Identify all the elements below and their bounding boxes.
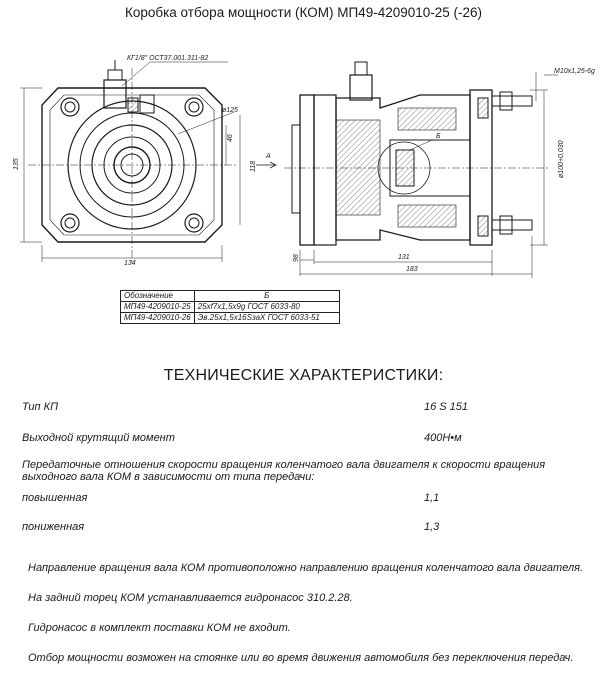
dim-183: 183 — [406, 266, 418, 273]
section-view — [284, 61, 558, 278]
note-power-takeoff: Отбор мощности возможен на стоянке или в… — [28, 652, 574, 664]
spec-ratio-high-label: повышенная — [22, 492, 88, 504]
section-arrow — [256, 161, 277, 169]
note-rotation: Направление вращения вала КОМ противопол… — [28, 562, 584, 574]
note-pump-mount: На задний торец КОМ устанавливается гидр… — [28, 592, 353, 604]
detail-b-label: Б — [436, 133, 441, 140]
callout-thread: КГ1/8" ОСТ37.001.311-82 — [127, 55, 208, 62]
spec-type-value: 16 S 151 — [424, 401, 469, 413]
bolt-hole-bl — [60, 213, 80, 233]
table-cell: Эв.25x1,5x16SзаХ ГОСТ 6033-51 — [193, 312, 340, 324]
technical-drawing: КГ1/8" ОСТ37.001.311-82 ø125 46 118 135 … — [13, 55, 595, 278]
note-pump-not-included: Гидронасос в комплект поставки КОМ не вх… — [28, 622, 291, 634]
table-cell: 25xf7x1,5x9g ГОСТ 6033-80 — [193, 301, 340, 313]
dim-131: 131 — [398, 254, 410, 261]
table-row: МП49-4209010-25 25xf7x1,5x9g ГОСТ 6033-8… — [120, 301, 340, 313]
dim-dia-100: ø100+0,030 — [558, 140, 565, 178]
spec-ratio-low-value: 1,3 — [424, 521, 440, 533]
section-label: А — [265, 153, 271, 160]
dim-thread-m10: M10x1,25-6g — [554, 68, 595, 75]
table-row: МП49-4209010-26 Эв.25x1,5x16SзаХ ГОСТ 60… — [120, 312, 340, 324]
dim-46: 46 — [227, 134, 234, 142]
table-header-cell: Обозначение — [120, 290, 195, 302]
dim-dia-125: ø125 — [222, 107, 238, 114]
bolt-hole-tr — [184, 97, 204, 117]
designation-table: Обозначение Б МП49-4209010-25 25xf7x1,5x… — [120, 290, 340, 324]
bolt-hole-tl — [60, 97, 80, 117]
spec-ratio-high-value: 1,1 — [424, 492, 440, 504]
front-view — [20, 60, 241, 262]
table-cell: МП49-4209010-25 — [120, 301, 195, 313]
dim-134: 134 — [124, 260, 136, 267]
table-header-row: Обозначение Б — [120, 290, 340, 302]
spec-type-label: Тип КП — [22, 401, 59, 413]
page-title: Коробка отбора мощности (КОМ) МП49-42090… — [124, 5, 483, 20]
bolt-hole-br — [184, 213, 204, 233]
spec-ratio-text: Передаточные отношения скорости вращения… — [22, 459, 546, 483]
dim-98: 98 — [293, 254, 300, 262]
dim-135: 135 — [13, 158, 20, 170]
spec-torque-value: 400Н•м — [424, 432, 462, 444]
tech-heading: ТЕХНИЧЕСКИЕ ХАРАКТЕРИСТИКИ: — [163, 367, 444, 384]
table-header-cell: Б — [193, 290, 340, 302]
spec-torque-label: Выходной крутящий момент — [22, 432, 175, 444]
table-cell: МП49-4209010-26 — [120, 312, 195, 324]
dim-118: 118 — [250, 161, 257, 172]
spec-ratio-low-label: пониженная — [22, 521, 85, 533]
